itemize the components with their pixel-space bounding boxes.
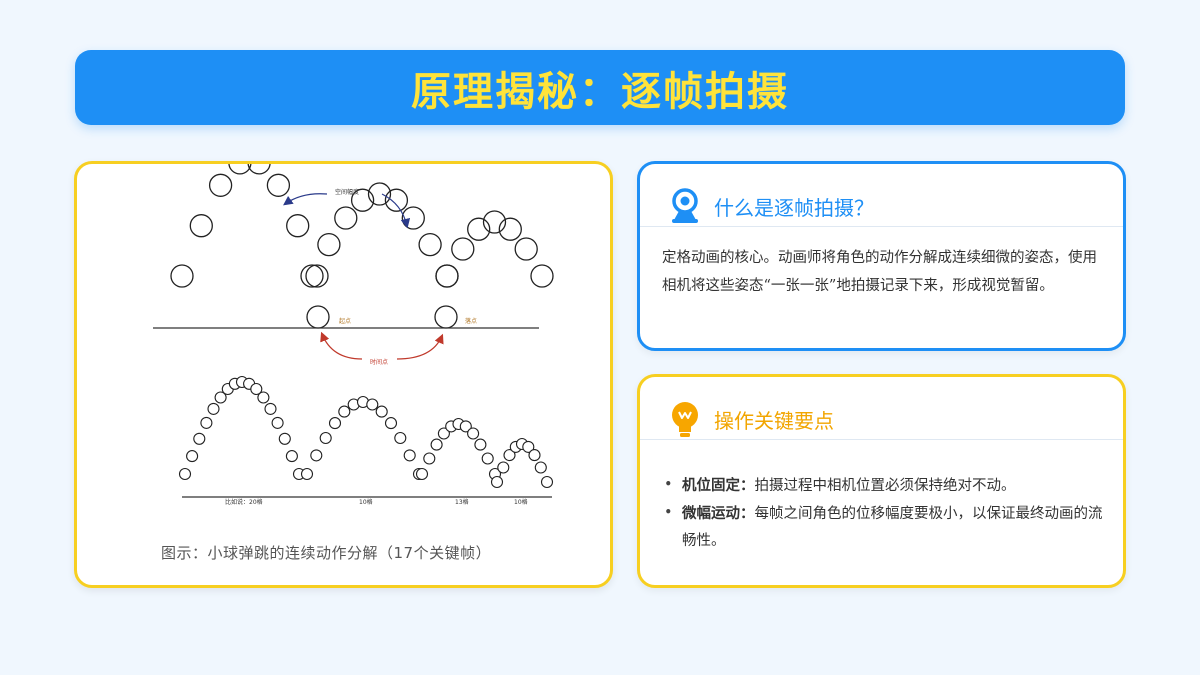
ball-frame <box>434 305 458 329</box>
ball-frame <box>306 305 330 329</box>
numbered-ball-frame <box>338 405 351 418</box>
page-title: 原理揭秘：逐帧拍摄 <box>411 67 789 115</box>
what-is-card: 什么是逐帧拍摄？ 定格动画的核心。动画师将角色的动作分解成连续细微的姿态，使用相… <box>637 161 1126 351</box>
numbered-ball-frame <box>534 461 547 474</box>
space-arrow-right <box>381 193 411 229</box>
numbered-ball-frame <box>300 467 314 481</box>
numbered-ball-frame <box>214 391 227 404</box>
numbered-ball-frame <box>467 427 480 440</box>
key-point-text: 每帧之间角色的位移幅度要极小，以保证最终动画的流畅性。 <box>682 506 1103 549</box>
space-arrow-left <box>283 193 328 206</box>
time-arrow-left <box>320 331 363 360</box>
numbered-ball-frame <box>271 416 284 429</box>
numbered-ball-frame <box>437 427 450 440</box>
ball-frame <box>435 264 459 288</box>
numbered-ball-frame <box>384 417 398 430</box>
numbered-ball-frame <box>490 475 504 489</box>
ball-frame <box>189 214 213 238</box>
key-points-heading: 操作关键要点 <box>714 408 834 433</box>
numbered-ball-frame <box>540 475 554 489</box>
list-item: 微幅运动：每帧之间角色的位移幅度要极小，以保证最终动画的流畅性。 <box>664 500 1107 555</box>
ball-frame <box>482 210 507 234</box>
figure-caption: 图示：小球弹跳的连续动作分解（17个关键帧） <box>161 544 492 562</box>
space-label: 空间幅度 <box>335 188 359 196</box>
key-points-card: 操作关键要点 机位固定：拍摄过程中相机位置必须保持绝对不动。 微幅运动：每帧之间… <box>637 374 1126 588</box>
ball-frame <box>305 264 329 288</box>
numbered-ball-frame <box>257 391 270 404</box>
numbered-ball-frame <box>278 432 291 445</box>
ball-frame <box>228 164 252 175</box>
key-point-text: 拍摄过程中相机位置必须保持绝对不动。 <box>754 478 1016 494</box>
numbered-ball-frame <box>264 402 277 415</box>
seg-label-1: 比如说：20格 <box>225 498 263 506</box>
numbered-ball-frame <box>497 461 510 474</box>
numbered-ball-frame <box>415 467 429 481</box>
ball-frame <box>530 264 554 288</box>
numbered-ball-frame <box>207 402 220 415</box>
key-points-card-header: 操作关键要点 <box>668 399 834 439</box>
seg-label-4: 10格 <box>514 498 528 506</box>
numbered-ball-frame <box>285 450 298 463</box>
numbered-ball-frame <box>528 449 541 462</box>
numbered-ball-frame <box>423 452 436 465</box>
seg-label-3: 13格 <box>455 498 469 506</box>
ball-frame <box>350 188 375 212</box>
key-point-term: 微幅运动： <box>682 505 755 522</box>
time-label: 时间点 <box>370 358 388 366</box>
numbered-ball-frame <box>430 438 443 451</box>
numbered-ball-frame <box>328 417 342 430</box>
lightbulb-icon <box>672 402 698 437</box>
numbered-ball-frame <box>459 420 472 433</box>
what-is-card-header: 什么是逐帧拍摄？ <box>668 186 874 226</box>
bouncing-ball-illustration: 空间幅度 时间点 起点 落点 比如说：20格 10格 13格 10格 <box>153 164 554 506</box>
what-is-divider <box>640 226 1123 227</box>
numbered-ball-frame <box>474 438 487 451</box>
numbered-ball-frame <box>310 449 323 462</box>
ball-frame <box>286 214 310 238</box>
ground-label-a: 起点 <box>339 317 351 325</box>
ball-frame <box>401 206 425 230</box>
numbered-ball-frame <box>319 431 332 445</box>
ball-frame <box>498 217 522 241</box>
key-points-divider <box>640 439 1123 440</box>
numbered-ball-frame <box>481 452 494 465</box>
key-points-list: 机位固定：拍摄过程中相机位置必须保持绝对不动。 微幅运动：每帧之间角色的位移幅度… <box>664 472 1107 555</box>
ball-frame <box>467 217 491 241</box>
numbered-ball-frame <box>186 450 199 463</box>
numbered-ball-frame <box>394 431 407 445</box>
numbered-ball-frame <box>522 440 535 453</box>
ball-frame <box>170 264 194 288</box>
ball-frame <box>451 237 475 261</box>
figure-card: 空间幅度 时间点 起点 落点 比如说：20格 10格 13格 10格 图示：小球… <box>74 161 613 588</box>
numbered-ball-frame <box>200 416 213 429</box>
ball-frame <box>317 232 341 257</box>
what-is-heading: 什么是逐帧拍摄？ <box>714 195 874 220</box>
numbered-ball-frame <box>250 382 263 396</box>
ground-label-b: 落点 <box>465 317 477 325</box>
camera-icon <box>672 188 698 223</box>
ball-frame <box>208 173 233 197</box>
numbered-ball-frame <box>193 432 206 445</box>
numbered-ball-frame <box>178 467 192 481</box>
numbered-ball-frame <box>366 398 379 411</box>
ball-frame <box>334 206 358 230</box>
numbered-ball-frame <box>375 405 388 418</box>
key-point-term: 机位固定： <box>682 477 755 494</box>
ball-frame <box>514 237 538 261</box>
seg-label-2: 10格 <box>359 498 373 506</box>
ball-frame <box>300 264 324 288</box>
title-banner: 原理揭秘：逐帧拍摄 <box>75 50 1125 125</box>
numbered-ball-frame <box>503 449 516 462</box>
ball-frame <box>266 173 291 197</box>
time-arrow-right <box>396 333 444 360</box>
ball-frame <box>367 182 392 206</box>
numbered-ball-frame <box>403 449 416 462</box>
what-is-body: 定格动画的核心。动画师将角色的动作分解成连续细微的姿态，使用相机将这些姿态“一张… <box>662 250 1097 294</box>
ball-frame <box>247 164 271 175</box>
list-item: 机位固定：拍摄过程中相机位置必须保持绝对不动。 <box>664 472 1107 500</box>
ball-frame <box>418 232 442 257</box>
ball-frame <box>384 188 409 212</box>
